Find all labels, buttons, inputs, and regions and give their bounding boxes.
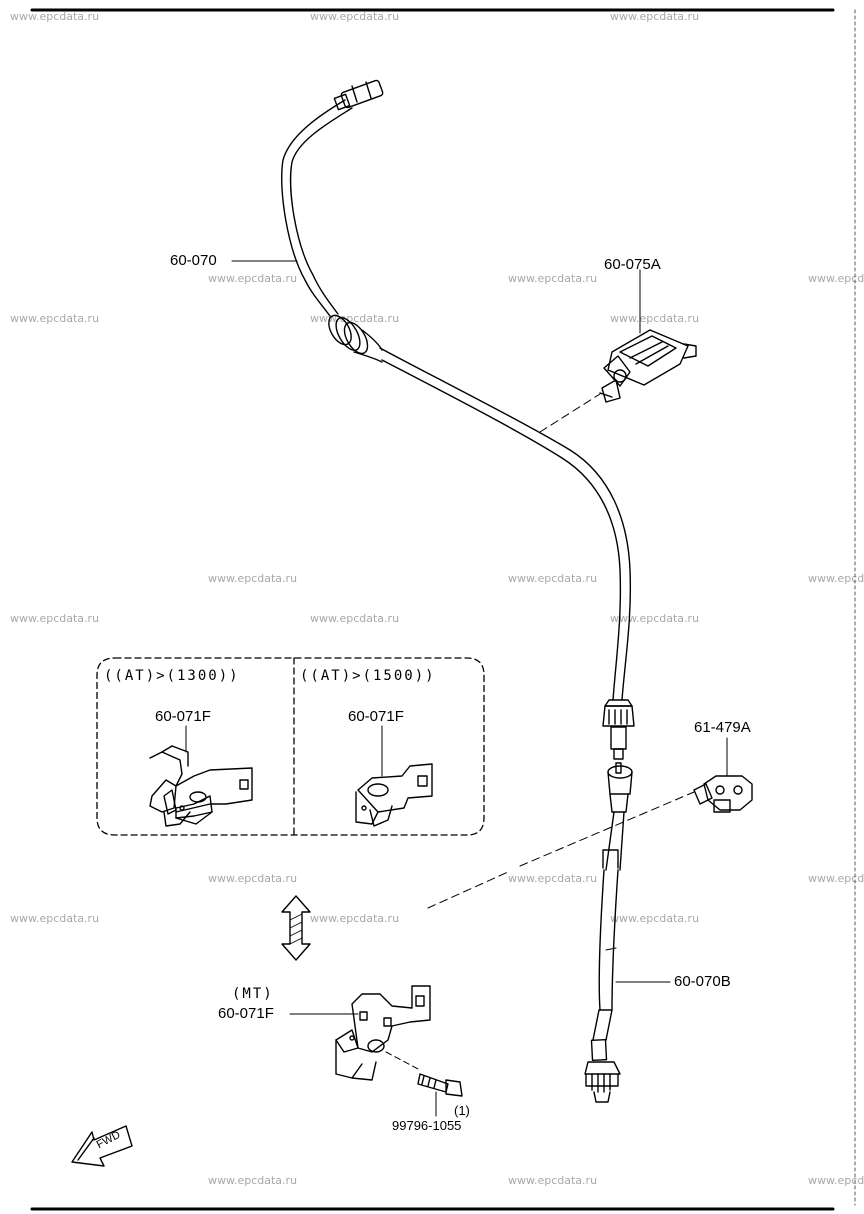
label-bracket-at-1500: 60-071F [348, 708, 404, 725]
bracket-at-1300 [149, 725, 253, 827]
watermark: www.epcdata.ru [508, 1174, 598, 1187]
watermark: www.epcdata.ru [310, 10, 400, 23]
double-arrow-icon [281, 895, 311, 961]
watermark: www.epcdata.ru [208, 872, 298, 885]
watermark: www.epcdata.ru [610, 912, 700, 925]
watermark: www.epcdata.ru [808, 272, 864, 285]
label-bracket-mt: 60-071F [218, 1005, 274, 1022]
label-cable-upper: 60-070 [170, 252, 217, 269]
watermark: www.epcdata.ru [610, 312, 700, 325]
bracket-at-1500 [355, 725, 433, 827]
condition-at-1500: ((AT)>(1500)) [300, 668, 436, 684]
watermark: www.epcdata.ru [10, 10, 100, 23]
watermark: www.epcdata.ru [10, 612, 100, 625]
label-cable-lower: 60-070B [674, 973, 731, 990]
watermark: www.epcdata.ru [208, 1174, 298, 1187]
label-bolt-qty: (1) [454, 1103, 470, 1118]
label-clip-upper: 60-075A [604, 256, 661, 273]
watermark: www.epcdata.ru [610, 612, 700, 625]
fwd-arrow-icon [71, 1125, 133, 1167]
watermark: www.epcdata.ru [508, 272, 598, 285]
watermark: www.epcdata.ru [508, 872, 598, 885]
option-box [96, 657, 485, 836]
clip-60-075a [539, 269, 697, 433]
watermark: www.epcdata.ru [808, 1174, 864, 1187]
watermark: www.epcdata.ru [808, 872, 864, 885]
bracket-mt [289, 985, 431, 1081]
watermark: www.epcdata.ru [310, 612, 400, 625]
speedometer-cable-lower [584, 765, 633, 1103]
label-bolt: 99796-1055 [392, 1118, 462, 1133]
bolt-99796-1055 [417, 1073, 463, 1117]
condition-at-1300: ((AT)>(1300)) [104, 668, 240, 684]
frame [30, 8, 856, 1211]
clip-61-479a [427, 737, 753, 909]
watermark: www.epcdata.ru [808, 572, 864, 585]
watermark: www.epcdata.ru [208, 272, 298, 285]
watermark: www.epcdata.ru [310, 912, 400, 925]
speedometer-cable-upper [281, 79, 635, 774]
watermark: www.epcdata.ru [610, 10, 700, 23]
watermark: www.epcdata.ru [508, 572, 598, 585]
condition-mt: (MT) [232, 986, 274, 1002]
label-clip-lower: 61-479A [694, 719, 751, 736]
watermark: www.epcdata.ru [10, 912, 100, 925]
watermark: www.epcdata.ru [208, 572, 298, 585]
label-bracket-at-1300: 60-071F [155, 708, 211, 725]
watermark: www.epcdata.ru [10, 312, 100, 325]
